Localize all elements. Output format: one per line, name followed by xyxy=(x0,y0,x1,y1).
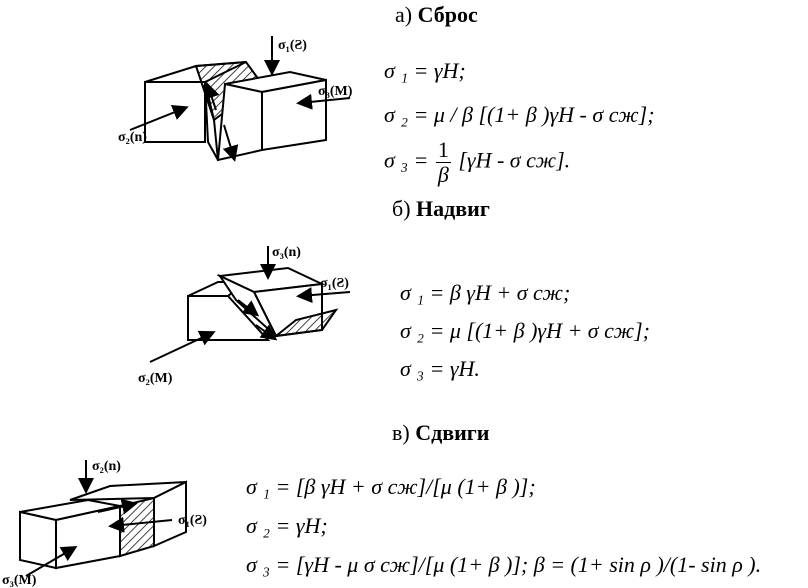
heading-a: а) Сброс xyxy=(395,2,478,28)
diagram-strike-slip xyxy=(19,460,187,577)
formula-a-3-numerator: 1 xyxy=(435,137,451,163)
label-b-s3: σ₃(n) xyxy=(272,245,301,260)
diagram-thrust xyxy=(149,246,351,363)
heading-b-title: Надвиг xyxy=(416,196,490,221)
label-a-s2: σ₂(n) xyxy=(118,130,147,145)
label-a-s1: σ₁(Ƨ) xyxy=(278,38,307,53)
formula-a-3-fraction: 1 β xyxy=(435,137,451,187)
heading-a-prefix: а) xyxy=(395,2,413,27)
formula-a-2: σ ₂ = μ / β [(1+ β )γH - σ сж]; xyxy=(384,102,655,127)
formula-c-3: σ ₃ = [γH - μ σ сж]/[μ (1+ β )]; β = (1+… xyxy=(246,552,762,577)
formula-c-1: σ ₁ = [β γH + σ сж]/[μ (1+ β )]; xyxy=(246,474,536,499)
formula-a-3-right: [γH - σ сж]. xyxy=(458,147,571,173)
label-b-s1: σ₁(Ƨ) xyxy=(320,276,349,291)
heading-a-title: Сброс xyxy=(417,2,478,27)
label-a-s3: σ₃(M) xyxy=(318,84,353,99)
label-b-s2: σ₂(M) xyxy=(138,371,173,386)
formula-a-3: σ ₃ = 1 β [γH - σ сж]. xyxy=(384,138,570,187)
heading-c-prefix: в) xyxy=(392,420,410,445)
formula-a-3-denominator: β xyxy=(437,162,449,187)
heading-b: б) Надвиг xyxy=(392,196,490,222)
formula-a-1: σ ₁ = γH; xyxy=(384,58,466,83)
heading-c-title: Сдвиги xyxy=(415,420,490,445)
label-c-s3: σ₃(M) xyxy=(2,573,37,588)
formula-a-3-left: σ ₃ = xyxy=(384,147,429,173)
formula-b-3: σ ₃ = γH. xyxy=(400,356,480,381)
diagram-fault xyxy=(129,36,351,162)
formula-b-1: σ ₁ = β γH + σ сж; xyxy=(400,280,571,305)
formula-c-2: σ ₂ = γH; xyxy=(246,513,328,538)
heading-c: в) Сдвиги xyxy=(392,420,489,446)
formula-b-2: σ ₂ = μ [(1+ β )γH + σ сж]; xyxy=(400,318,650,343)
label-c-s2: σ₂(n) xyxy=(92,459,121,474)
label-c-s1: σ₁(Ƨ) xyxy=(178,513,207,528)
heading-b-prefix: б) xyxy=(392,196,411,221)
